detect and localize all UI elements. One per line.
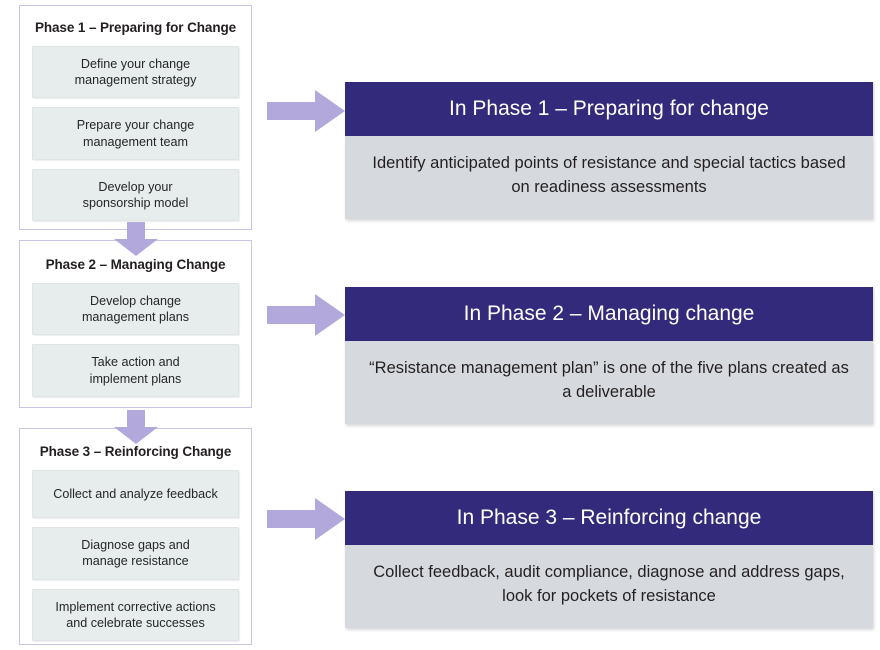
callout-phase-3: In Phase 3 – Reinforcing change Collect … — [345, 491, 873, 629]
callout-phase-2: In Phase 2 – Managing change “Resistance… — [345, 287, 873, 425]
down-arrow-icon — [112, 410, 160, 444]
phase-panel-2: Phase 2 – Managing Change Develop change… — [19, 240, 252, 408]
right-arrow-icon — [267, 294, 345, 336]
callout-2-body: “Resistance management plan” is one of t… — [345, 341, 873, 425]
callout-phase-1: In Phase 1 – Preparing for change Identi… — [345, 82, 873, 220]
callout-1-header: In Phase 1 – Preparing for change — [345, 82, 873, 137]
callout-3-body: Collect feedback, audit compliance, diag… — [345, 545, 873, 629]
callout-1-body: Identify anticipated points of resistanc… — [345, 136, 873, 220]
phase-panel-1: Phase 1 – Preparing for Change Define yo… — [19, 5, 252, 230]
right-arrow-icon — [267, 90, 345, 132]
phase-2-title: Phase 2 – Managing Change — [45, 257, 226, 272]
phase-panel-3: Phase 3 – Reinforcing Change Collect and… — [19, 428, 252, 645]
step-box[interactable]: Collect and analyze feedback — [32, 470, 239, 519]
down-arrow-icon — [112, 222, 160, 256]
phase-3-title: Phase 3 – Reinforcing Change — [39, 444, 232, 459]
phase-1-title: Phase 1 – Preparing for Change — [34, 20, 237, 35]
callout-3-header: In Phase 3 – Reinforcing change — [345, 491, 873, 546]
callout-2-header: In Phase 2 – Managing change — [345, 287, 873, 342]
right-arrow-icon — [267, 498, 345, 540]
phase-3-step-list: Collect and analyze feedback Diagnose ga… — [20, 470, 251, 641]
